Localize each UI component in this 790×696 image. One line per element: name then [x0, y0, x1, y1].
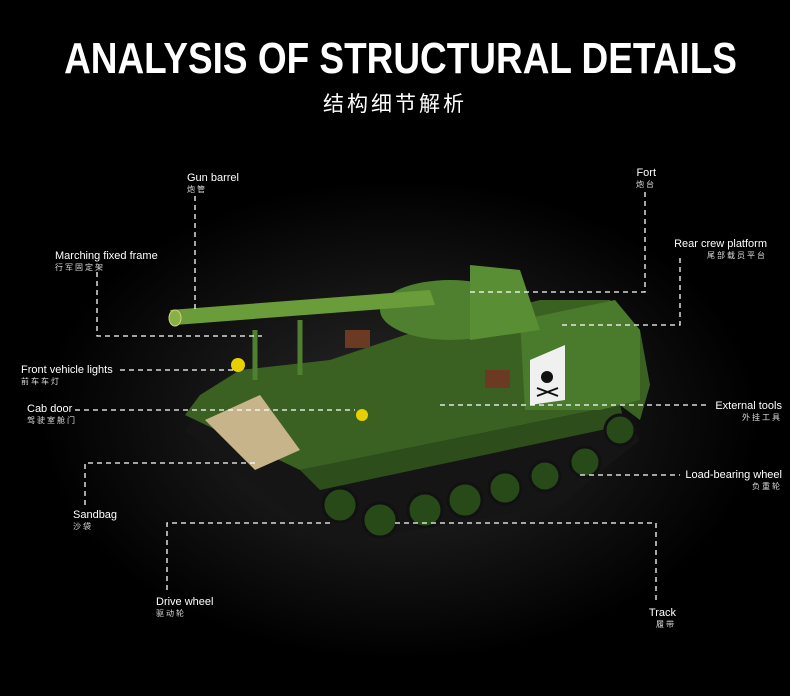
callout-en: Drive wheel: [156, 596, 214, 608]
callout-cn: 负重轮: [752, 482, 782, 491]
callout-en: Cab door: [27, 403, 73, 415]
front-light: [231, 358, 245, 372]
callout-en: External tools: [715, 400, 782, 412]
callout-cn: 履带: [656, 620, 676, 629]
callout-en: Gun barrel: [187, 172, 239, 184]
callout-cn: 驱动轮: [156, 609, 186, 618]
callout-cn: 沙袋: [73, 522, 93, 531]
callout-en: Load-bearing wheel: [685, 469, 782, 481]
road-wheels: [321, 413, 637, 539]
callout-en: Fort: [636, 167, 656, 179]
page-subtitle: 结构细节解析: [323, 93, 467, 116]
callout-en: Marching fixed frame: [55, 250, 158, 262]
callout-cn: 驾驶室舱门: [27, 416, 77, 425]
callout-en: Front vehicle lights: [21, 364, 113, 376]
callout-cn: 炮管: [187, 185, 207, 194]
callout-cn: 前车车灯: [21, 377, 61, 386]
leader-lines: [75, 192, 710, 602]
sandbag: [205, 395, 300, 470]
callout-en: Sandbag: [73, 509, 118, 521]
page-title: ANALYSIS OF STRUCTURAL DETAILS: [64, 34, 737, 83]
gun-barrel: [170, 290, 435, 325]
callout-en: Rear crew platform: [674, 238, 767, 250]
callout-cn: 尾部载员平台: [707, 251, 767, 260]
callout-cn: 炮台: [636, 180, 656, 189]
callout-cn: 外挂工具: [742, 413, 782, 422]
callout-en: Track: [648, 607, 676, 619]
page-title-container: ANALYSIS OF STRUCTURAL DETAILS: [0, 34, 790, 84]
callout-cn: 行军固定架: [55, 263, 105, 272]
